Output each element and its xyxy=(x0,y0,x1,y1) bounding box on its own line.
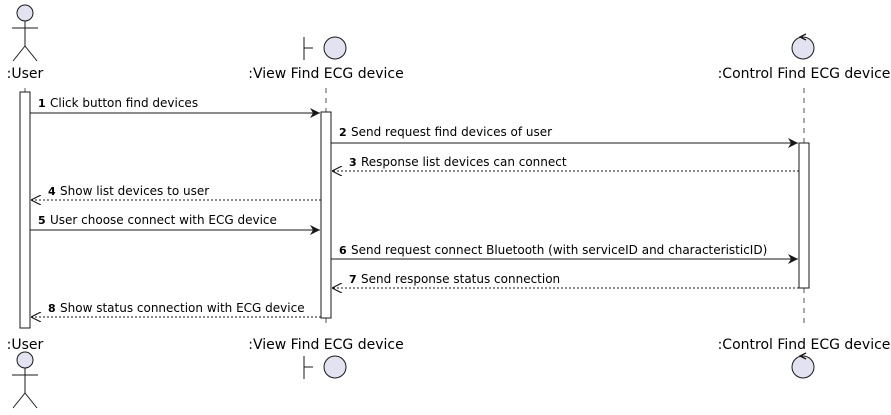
message-6-label: Send request connect Bluetooth (with ser… xyxy=(351,243,767,257)
message-4-label: Show list devices to user xyxy=(60,184,209,198)
activation-bar-user xyxy=(19,91,31,329)
message-6-number: 6 xyxy=(339,244,347,257)
actor-icon xyxy=(12,4,38,62)
lifelines xyxy=(24,88,805,328)
participant-name-control: :Control Find ECG device xyxy=(718,66,891,82)
message-8: 8 Show status connection with ECG device xyxy=(31,301,321,317)
control-icon xyxy=(791,352,815,379)
message-4-number: 4 xyxy=(48,185,56,198)
participant-name-view: :View Find ECG device xyxy=(248,66,403,82)
control-icon xyxy=(791,33,815,60)
message-5-number: 5 xyxy=(38,214,46,227)
message-5: 5 User choose connect with ECG device xyxy=(30,213,320,235)
message-3-number: 3 xyxy=(349,156,357,169)
boundary-icon xyxy=(303,36,347,60)
message-4: 4 Show list devices to user xyxy=(31,184,321,200)
participant-name-user: :User xyxy=(7,66,44,82)
message-7-label: Send response status connection xyxy=(361,272,560,286)
participant-name-user-bottom: :User xyxy=(7,337,44,353)
participant-name-control-bottom: :Control Find ECG device xyxy=(718,337,891,353)
message-3: 3 Response list devices can connect xyxy=(332,155,799,171)
message-8-label: Show status connection with ECG device xyxy=(60,301,305,315)
message-1-label: Click button find devices xyxy=(50,96,198,110)
message-7: 7 Send response status connection xyxy=(332,272,799,288)
message-2: 2 Send request find devices of user xyxy=(331,125,798,148)
message-7-number: 7 xyxy=(349,273,357,286)
actor-icon xyxy=(12,351,38,409)
message-5-label: User choose connect with ECG device xyxy=(50,213,277,227)
activation-bars xyxy=(19,91,810,329)
activation-bar-control xyxy=(798,142,810,289)
message-1-number: 1 xyxy=(38,97,46,110)
message-3-label: Response list devices can connect xyxy=(361,155,567,169)
message-2-label: Send request find devices of user xyxy=(351,125,552,139)
message-1: 1 Click button find devices xyxy=(30,96,320,118)
activation-bar-view xyxy=(320,111,332,319)
message-2-number: 2 xyxy=(339,126,347,139)
message-6: 6 Send request connect Bluetooth (with s… xyxy=(331,243,798,264)
message-8-number: 8 xyxy=(48,302,56,315)
boundary-icon xyxy=(303,355,347,379)
participant-name-view-bottom: :View Find ECG device xyxy=(248,337,403,353)
